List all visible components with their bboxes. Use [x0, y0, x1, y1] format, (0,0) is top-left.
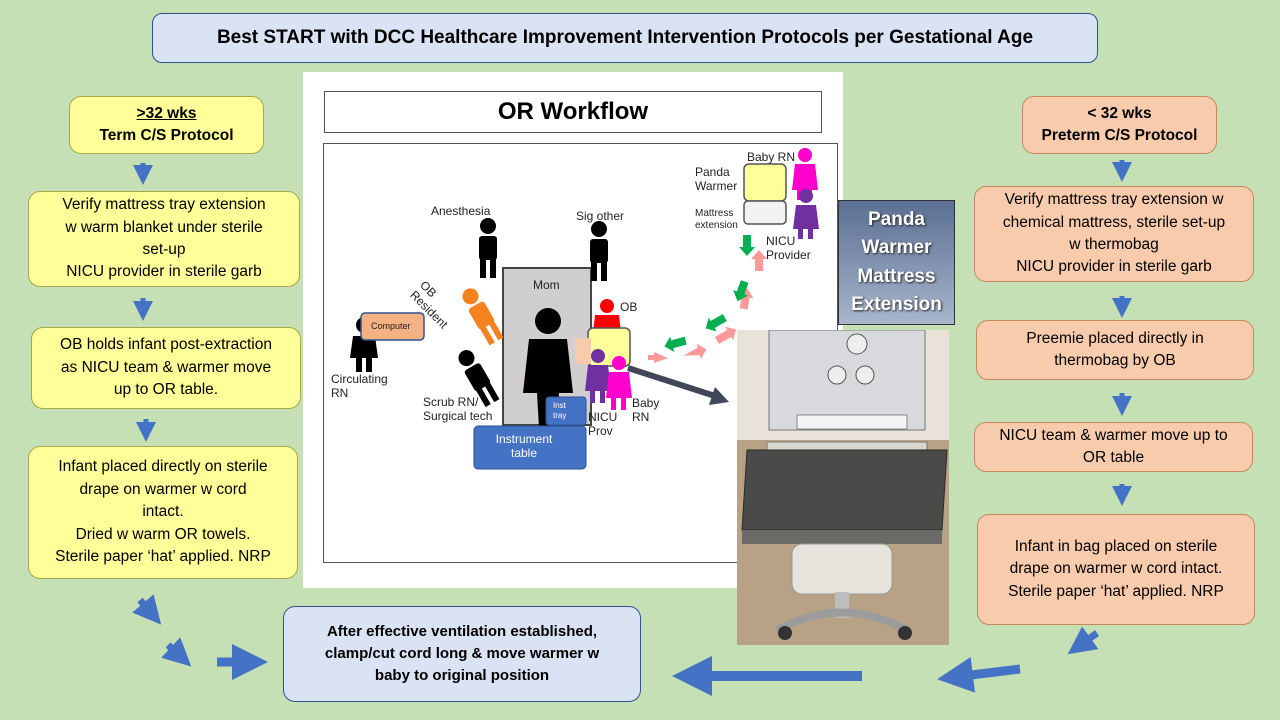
preterm-step-2: Preemie placed directly in thermobag by … [976, 320, 1254, 380]
mom-label: Mom [533, 278, 560, 292]
sig-other-person-icon [590, 221, 608, 281]
term-protocol-header: >32 wks Term C/S Protocol [69, 96, 264, 154]
preterm-protocol-header: < 32 wks Preterm C/S Protocol [1022, 96, 1217, 154]
preterm-step-1: Verify mattress tray extension w chemica… [974, 186, 1254, 282]
scrub-label: Scrub RN/ Surgical tech [423, 395, 493, 424]
baby-rn-label: Baby RN [632, 396, 660, 425]
preterm-step-3: NICU team & warmer move up to OR table [974, 422, 1253, 472]
panda-warmer-icon [743, 163, 787, 202]
panda-warmer-caption: Panda Warmer Mattress Extension [838, 200, 955, 325]
nicu-provider-top-person-icon [793, 189, 819, 239]
instrument-table-icon [473, 425, 587, 470]
panda-warmer-label: Panda Warmer [695, 165, 738, 194]
warmer-photo-illustration [737, 330, 949, 645]
infant-icon [575, 338, 591, 364]
inst-tray-icon [545, 396, 587, 426]
nicu-prov-label: NICU Prov [588, 410, 618, 439]
page-title: Best START with DCC Healthcare Improveme… [152, 13, 1098, 63]
arrow-diagonal-icon [132, 594, 162, 625]
baby-rn-top-label: Baby RN [747, 150, 796, 164]
sig-other-label: Sig other [576, 209, 625, 223]
arrow-diagonal-icon [161, 637, 192, 667]
baby-rn-person-icon [606, 356, 632, 410]
mattress-extension-icon [743, 200, 787, 225]
preterm-protocol-label: Preterm C/S Protocol [1041, 127, 1198, 144]
term-protocol-label: Term C/S Protocol [99, 127, 234, 144]
or-workflow-title: OR Workflow [324, 91, 822, 133]
computer-icon [360, 312, 425, 341]
ob-label: OB [620, 300, 638, 314]
circulating-label: Circulating RN [331, 372, 388, 401]
term-step-3: Infant placed directly on sterile drape … [28, 446, 298, 579]
arrow-left-icon [937, 656, 1021, 693]
final-step-box: After effective ventilation established,… [283, 606, 641, 702]
ob-resident-person-icon [462, 288, 504, 346]
nicu-provider-label: NICU Provider [766, 234, 811, 263]
preterm-step-4: Infant in bag placed on sterile drape on… [977, 514, 1255, 625]
term-step-2: OB holds infant post-extraction as NICU … [31, 327, 301, 409]
warmer-photo [737, 330, 949, 645]
term-step-1: Verify mattress tray extension w warm bl… [28, 191, 300, 287]
pointer-arrow-icon [627, 365, 716, 399]
mom-figure [523, 308, 573, 428]
instrument-table-label: Instrument table [495, 432, 553, 461]
term-weeks-label: >32 wks [136, 104, 197, 122]
mattress-extension-label: Mattress extension [695, 208, 738, 231]
nicu-prov-person-icon [585, 349, 611, 403]
preterm-weeks-label: < 32 wks [1087, 104, 1152, 122]
movement-arrows [648, 235, 767, 363]
scrub-person-icon [458, 350, 500, 408]
or-layout-diagram [350, 148, 819, 470]
arrow-diagonal-icon [1067, 626, 1100, 655]
anesthesia-person-icon [479, 218, 497, 278]
computer-label: Computer [371, 321, 411, 331]
inst-tray-label: Inst tray [553, 401, 567, 420]
anesthesia-label: Anesthesia [431, 204, 491, 218]
